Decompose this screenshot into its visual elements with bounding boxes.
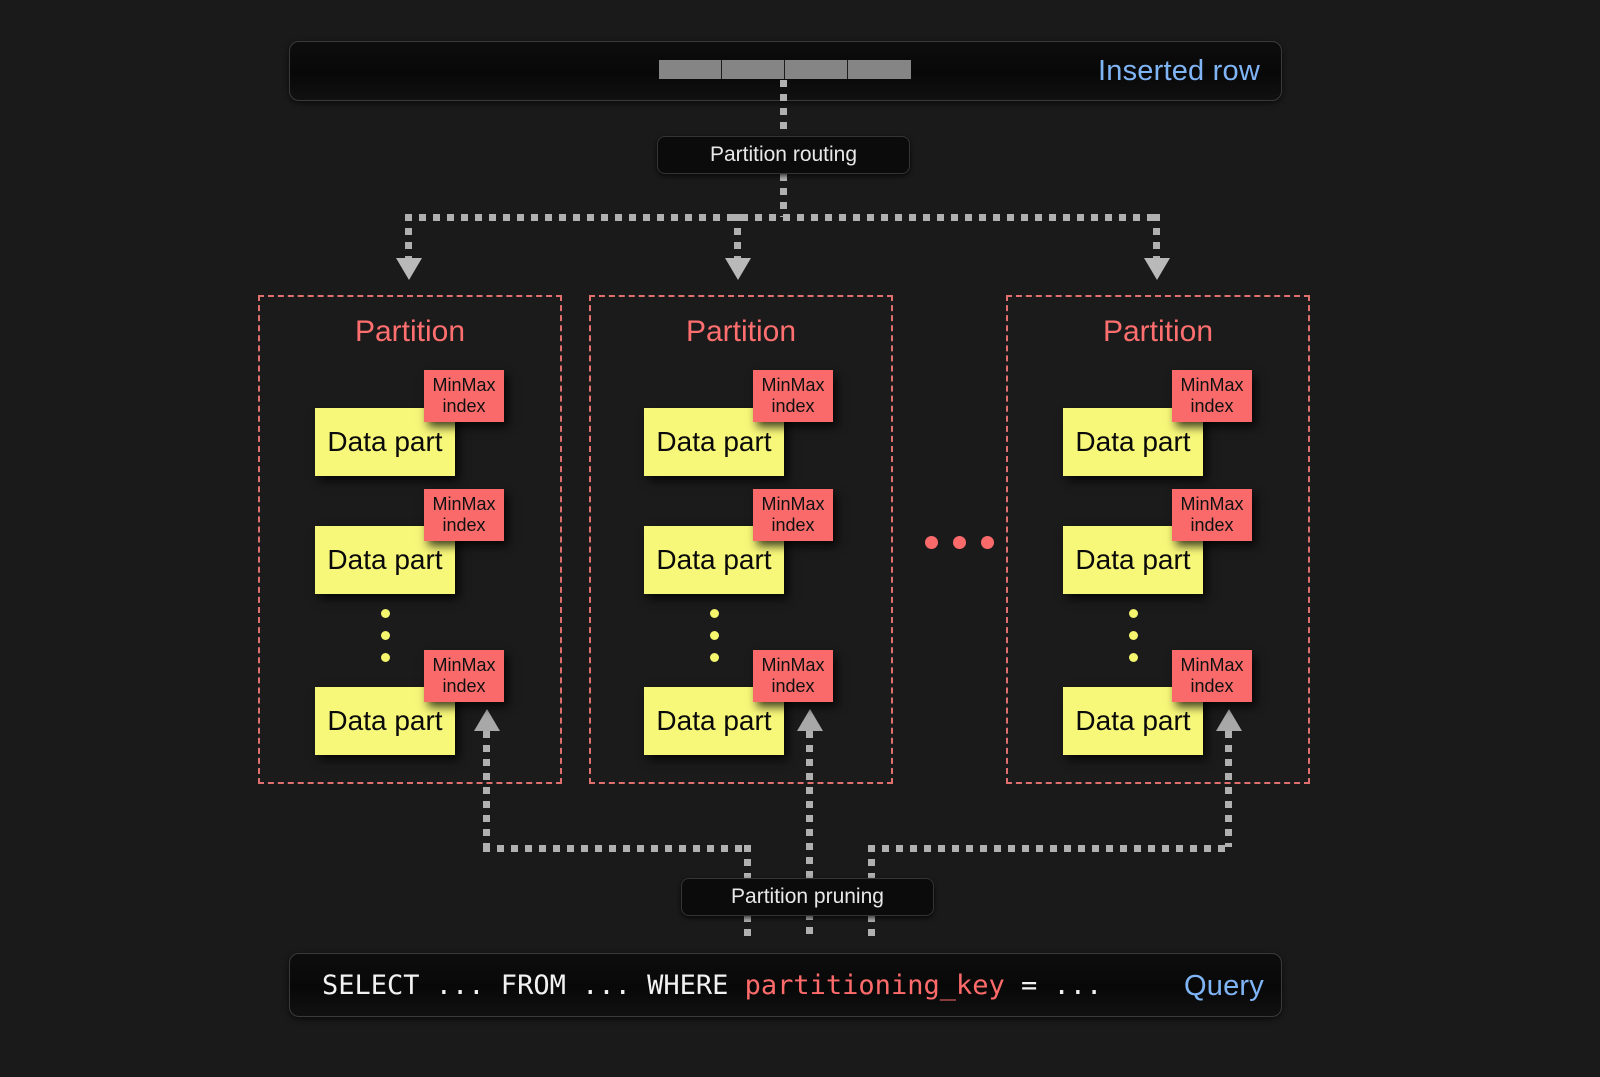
minmax-line-1: MinMax [1180,493,1244,514]
connector-routing-bus [405,214,1160,221]
query-code-suffix: = ... [1004,970,1103,1001]
minmax-line-2: index [1190,515,1234,535]
minmax-line-2: index [1190,396,1234,416]
partition-3-data-part-2: Data part [1063,526,1203,594]
minmax-line-2: index [442,676,486,696]
minmax-line-1: MinMax [1180,374,1244,395]
between-partitions-ellipsis [925,536,994,549]
partition-3-ellipsis [1129,609,1138,662]
minmax-line-1: MinMax [761,654,825,675]
data-part-label: Data part [656,705,772,736]
minmax-line-1: MinMax [432,493,496,514]
ellipsis-dot [1129,631,1138,640]
row-cell [722,60,785,79]
arrow-into-partition-1 [396,258,422,280]
ellipsis-dot [381,609,390,618]
arrow-into-partition-1-datapart [474,709,500,731]
connector-bus-to-partition-2 [734,214,741,262]
connector-pruning-p2-vertical [806,731,813,941]
query-code-text: SELECT ... FROM ... WHERE partitioning_k… [322,970,1102,1001]
partition-2-minmax-index-1: MinMax index [753,370,833,422]
partition-1-minmax-index-2: MinMax index [424,489,504,541]
minmax-line-1: MinMax [761,374,825,395]
arrow-into-partition-3-datapart [1216,709,1242,731]
inserted-row-label: Inserted row [1098,55,1260,87]
ellipsis-dot [710,609,719,618]
row-cell [785,60,848,79]
query-label: Query [1184,970,1264,1002]
partition-3-minmax-index-1: MinMax index [1172,370,1252,422]
minmax-line-1: MinMax [432,654,496,675]
data-part-label: Data part [656,544,772,575]
partition-1: Partition [258,295,562,784]
arrow-into-partition-2-datapart [797,709,823,731]
partition-3-title: Partition [1102,315,1214,348]
minmax-line-2: index [1190,676,1234,696]
partition-3-data-part-3: Data part [1063,687,1203,755]
partition-3-minmax-index-3: MinMax index [1172,650,1252,702]
inserted-row-cells [659,60,911,79]
minmax-line-2: index [771,515,815,535]
ellipsis-dot [981,536,994,549]
connector-bus-to-partition-3 [1153,214,1160,262]
row-cell [848,60,911,79]
minmax-line-2: index [442,515,486,535]
partition-1-minmax-index-3: MinMax index [424,650,504,702]
minmax-line-2: index [771,676,815,696]
partition-pruning-label: Partition pruning [731,885,884,908]
minmax-line-1: MinMax [432,374,496,395]
connector-pruning-p1-vertical [483,731,490,847]
partition-routing-box: Partition routing [657,136,910,174]
data-part-label: Data part [1075,705,1191,736]
data-part-label: Data part [1075,426,1191,457]
ellipsis-dot [381,653,390,662]
ellipsis-dot [381,631,390,640]
ellipsis-dot [1129,653,1138,662]
connector-pruning-p3-vertical [1225,731,1232,847]
connector-pruning-p1-horizontal [483,845,748,852]
connector-insert-to-routing [780,80,787,138]
partition-routing-label: Partition routing [709,143,858,166]
partition-pruning-box: Partition pruning [681,878,934,916]
partition-2: Partition [589,295,893,784]
connector-routing-stem [780,174,787,217]
data-part-label: Data part [327,544,443,575]
connector-bus-to-partition-1 [405,214,412,262]
minmax-line-1: MinMax [1180,654,1244,675]
ellipsis-dot [953,536,966,549]
partition-3-minmax-index-2: MinMax index [1172,489,1252,541]
partition-2-minmax-index-2: MinMax index [753,489,833,541]
data-part-label: Data part [327,705,443,736]
query-partitioning-key: partitioning_key [744,970,1005,1001]
ellipsis-dot [710,653,719,662]
minmax-line-2: index [442,396,486,416]
data-part-label: Data part [327,426,443,457]
partition-1-data-part-1: Data part [315,408,455,476]
connector-pruning-p3-horizontal [868,845,1232,852]
partition-2-ellipsis [710,609,719,662]
partition-1-ellipsis [381,609,390,662]
partition-2-title: Partition [685,315,797,348]
row-cell [659,60,722,79]
partition-1-title: Partition [354,315,466,348]
query-panel [289,953,1282,1017]
ellipsis-dot [1129,609,1138,618]
ellipsis-dot [710,631,719,640]
query-code-prefix: SELECT ... FROM ... WHERE [322,970,745,1001]
minmax-line-2: index [771,396,815,416]
data-part-label: Data part [656,426,772,457]
partition-3: Partition [1006,295,1310,784]
minmax-line-1: MinMax [761,493,825,514]
arrow-into-partition-2 [725,258,751,280]
data-part-label: Data part [1075,544,1191,575]
partition-2-minmax-index-3: MinMax index [753,650,833,702]
partition-1-minmax-index-1: MinMax index [424,370,504,422]
arrow-into-partition-3 [1144,258,1170,280]
ellipsis-dot [925,536,938,549]
